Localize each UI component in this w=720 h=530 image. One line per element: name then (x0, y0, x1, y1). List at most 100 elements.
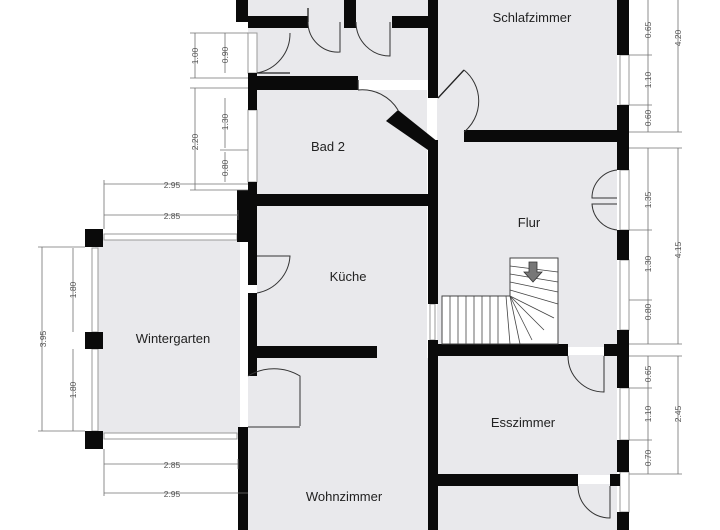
door[interactable] (256, 32, 291, 74)
room-label-esszimmer: Esszimmer (491, 415, 556, 430)
wall (248, 194, 428, 206)
wall (464, 130, 620, 142)
wall (428, 140, 438, 304)
wall (344, 0, 356, 28)
dimension-labels: 1.00 0.90 2.20 1.30 0.80 2.95 2.85 3.95 … (38, 21, 683, 499)
dim-label: 4.20 (673, 29, 683, 46)
dim-label: 2.45 (673, 405, 683, 422)
wall (617, 230, 629, 260)
door[interactable] (256, 255, 291, 294)
dim-label: 1.30 (220, 113, 230, 130)
floor-schlafzimmer (437, 0, 617, 132)
wall (257, 346, 377, 358)
dim-label: 2.20 (190, 133, 200, 150)
door[interactable] (355, 21, 391, 57)
wall (85, 431, 103, 449)
room-label-wohnzimmer: Wohnzimmer (306, 489, 383, 504)
floor-esszimmer (437, 355, 617, 475)
wall (617, 512, 629, 530)
dim-label: 1.10 (643, 71, 653, 88)
window-wg-bottom (103, 432, 238, 440)
arrow-down-icon (523, 261, 543, 283)
window-wg-top (103, 233, 238, 241)
window-kueche-inner (429, 303, 436, 341)
dim-label: 1.30 (643, 255, 653, 272)
window-right-c (619, 259, 630, 331)
room-label-flur: Flur (518, 215, 541, 230)
wall (617, 0, 629, 55)
floor-kueche (257, 203, 427, 358)
dim-label: 0.60 (643, 109, 653, 126)
floor-wohnzimmer (248, 358, 428, 530)
wall (248, 237, 257, 285)
wall (617, 105, 629, 170)
room-label-kueche: Küche (330, 269, 367, 284)
dim-label: 0.80 (220, 159, 230, 176)
door[interactable] (567, 355, 605, 393)
dim-label: 4.15 (673, 241, 683, 258)
wall (617, 330, 629, 388)
door[interactable] (357, 80, 399, 111)
floor-bottom-right (437, 484, 617, 530)
door[interactable] (591, 169, 618, 231)
dim-label: 0.70 (643, 449, 653, 466)
door[interactable] (307, 8, 341, 53)
wall (248, 76, 358, 90)
door[interactable] (437, 69, 480, 133)
floor-bad2 (257, 90, 427, 194)
window-right-a (619, 54, 630, 106)
room-label-wintergarten: Wintergarten (136, 331, 210, 346)
room-floors (95, 0, 617, 530)
room-label-bad2: Bad 2 (311, 139, 345, 154)
floor-wintergarten (95, 237, 240, 435)
window-wg-left-a (91, 247, 99, 333)
wall (428, 344, 568, 356)
wall (428, 474, 578, 486)
window-right-b (619, 169, 630, 231)
wall (85, 229, 103, 247)
dim-label: 3.95 (38, 330, 48, 347)
room-label-schlafzimmer: Schlafzimmer (493, 10, 572, 25)
window-left-mid (247, 109, 258, 183)
staircase (441, 257, 559, 345)
wall (238, 427, 248, 530)
dim-label: 2.85 (164, 460, 181, 470)
doors (247, 8, 618, 519)
wall (392, 16, 428, 28)
wall (610, 474, 620, 486)
wall (236, 0, 248, 22)
dim-label: 2.85 (164, 211, 181, 221)
wall (428, 340, 438, 530)
walls (85, 0, 629, 530)
wall (617, 440, 629, 472)
dim-label: 1.10 (643, 405, 653, 422)
room-labels: Schlafzimmer Bad 2 Flur Küche Wintergart… (136, 10, 572, 504)
dimension-lines (38, 0, 682, 496)
wall (237, 190, 249, 242)
wall (428, 0, 438, 98)
dim-label: 1.80 (68, 281, 78, 298)
wall (248, 73, 257, 110)
dim-label: 0.65 (643, 21, 653, 38)
dim-label: 0.90 (220, 46, 230, 63)
window-right-d (619, 387, 630, 441)
dim-label: 2.95 (164, 489, 181, 499)
dim-label: 1.00 (190, 47, 200, 64)
floor-top-left (248, 0, 428, 80)
dim-label: 1.35 (643, 191, 653, 208)
door[interactable] (577, 485, 611, 519)
door[interactable] (247, 368, 301, 428)
wall (248, 293, 257, 376)
dim-label: 1.80 (68, 381, 78, 398)
wall (85, 332, 103, 349)
wall (604, 344, 620, 356)
window-wg-left-b (91, 348, 99, 432)
wall (248, 182, 257, 237)
dim-label: 0.80 (643, 303, 653, 320)
window-right-e (619, 471, 630, 513)
window-left-upper (247, 32, 258, 74)
wall (248, 16, 308, 28)
dim-label: 2.95 (164, 180, 181, 190)
wall (386, 110, 438, 160)
